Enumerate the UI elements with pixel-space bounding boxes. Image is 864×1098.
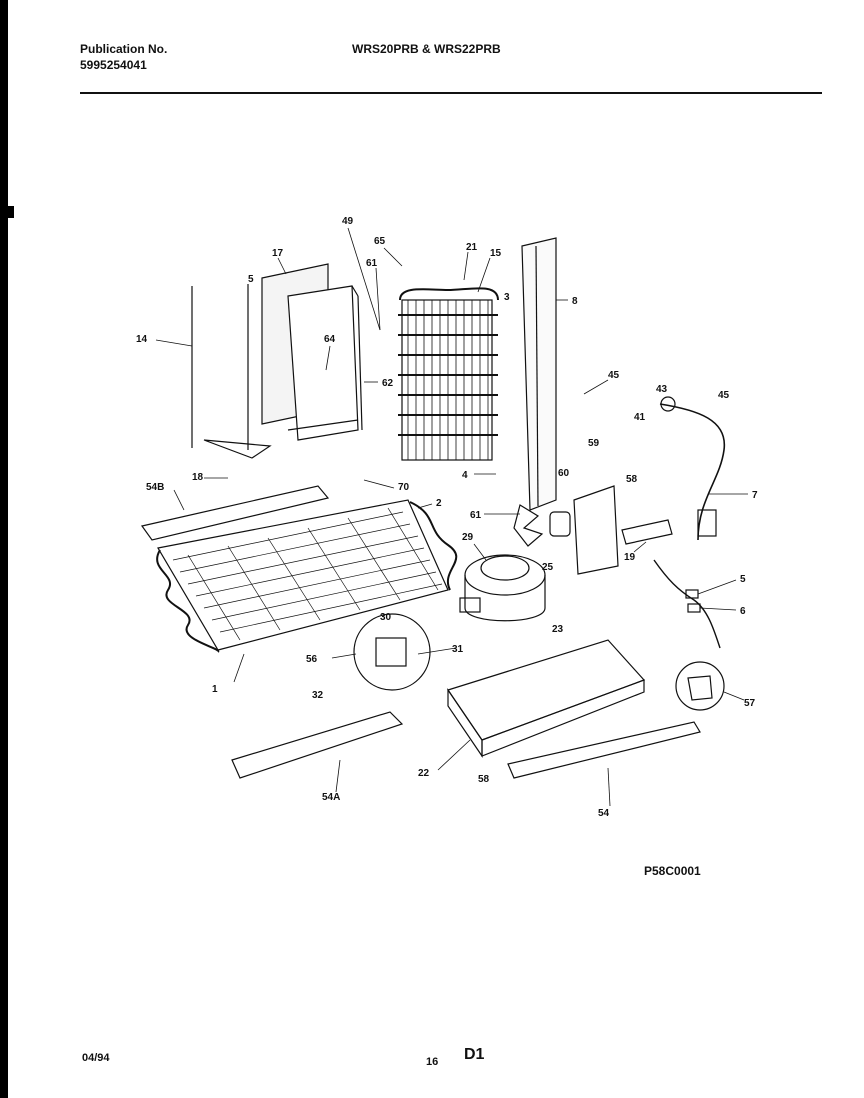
publication-label: Publication No.: [80, 42, 168, 56]
figure-code: P58C0001: [644, 864, 701, 878]
callout-45b: 45: [718, 390, 730, 401]
callout-15: 15: [490, 248, 502, 259]
callout-61b: 61: [470, 510, 482, 521]
compressor-base-pan: [447, 639, 646, 758]
callout-4: 4: [462, 470, 468, 481]
footer-section: D1: [464, 1046, 485, 1063]
callout-60: 60: [558, 468, 570, 479]
callout-6: 6: [740, 606, 746, 617]
callout-3: 3: [504, 292, 510, 303]
callout-41: 41: [634, 412, 646, 423]
callout-17: 17: [272, 248, 284, 259]
callout-19: 19: [624, 552, 636, 563]
callout-43: 43: [656, 384, 668, 395]
callout-29: 29: [462, 532, 474, 543]
condenser-fan-motor: [513, 485, 619, 575]
header-rule: [80, 92, 822, 94]
drain-tube-rods: [191, 284, 272, 459]
parts-sheet: Publication No. 5995254041 WRS20PRB & WR…: [8, 0, 864, 1098]
callout-54a: 54A: [322, 792, 340, 803]
evaporator-cover-panel: [261, 263, 363, 441]
callout-57: 57: [744, 698, 756, 709]
left-edge-mark: [0, 206, 14, 218]
compressor: [459, 554, 546, 622]
callout-59: 59: [588, 438, 600, 449]
callout-58b: 58: [478, 774, 490, 785]
callout-61: 61: [366, 258, 378, 269]
front-rail-left: [231, 711, 404, 779]
callout-54: 54: [598, 808, 610, 819]
condenser-bracket-top: [140, 485, 330, 541]
callout-18: 18: [192, 472, 204, 483]
publication-number: 5995254041: [80, 58, 147, 72]
evaporator-coil: [398, 287, 499, 461]
discharge-tube: [621, 519, 673, 545]
callout-14: 14: [136, 334, 148, 345]
callout-8: 8: [572, 296, 578, 307]
relay-overload-detail: [353, 613, 431, 691]
callout-21: 21: [466, 242, 478, 253]
front-rail-right: [507, 721, 701, 779]
condenser-coil: [156, 499, 458, 653]
side-bracket: [521, 237, 557, 511]
callout-7: 7: [752, 490, 758, 501]
callout-31: 31: [452, 644, 464, 655]
footer-page: 16: [426, 1056, 439, 1068]
callout-25: 25: [542, 562, 554, 573]
callout-49: 49: [342, 216, 354, 227]
callout-5b: 5: [740, 574, 746, 585]
callout-2: 2: [436, 498, 442, 509]
callout-5: 5: [248, 274, 254, 285]
callout-1: 1: [212, 684, 218, 695]
callout-23: 23: [552, 624, 564, 635]
callout-22: 22: [418, 768, 430, 779]
callout-70: 70: [398, 482, 410, 493]
exploded-parts-diagram: 49 65 21 15 17 61 3 8 14 5 64 62 45 43 4…: [136, 216, 758, 819]
callout-64: 64: [324, 334, 336, 345]
part-callouts: 49 65 21 15 17 61 3 8 14 5 64 62 45 43 4…: [136, 216, 758, 819]
callout-54b: 54B: [146, 482, 164, 493]
callout-65: 65: [374, 236, 386, 247]
callout-62: 62: [382, 378, 394, 389]
callout-30: 30: [380, 612, 392, 623]
callout-32: 32: [312, 690, 324, 701]
callout-45: 45: [608, 370, 620, 381]
leader-lines: [155, 227, 748, 807]
cord-clip-detail: [675, 661, 725, 711]
model-numbers: WRS20PRB & WRS22PRB: [352, 42, 501, 56]
callout-56: 56: [306, 654, 318, 665]
wiring-harness: [653, 559, 721, 649]
footer-date: 04/94: [82, 1052, 110, 1064]
callout-58: 58: [626, 474, 638, 485]
power-cord: [659, 396, 726, 541]
